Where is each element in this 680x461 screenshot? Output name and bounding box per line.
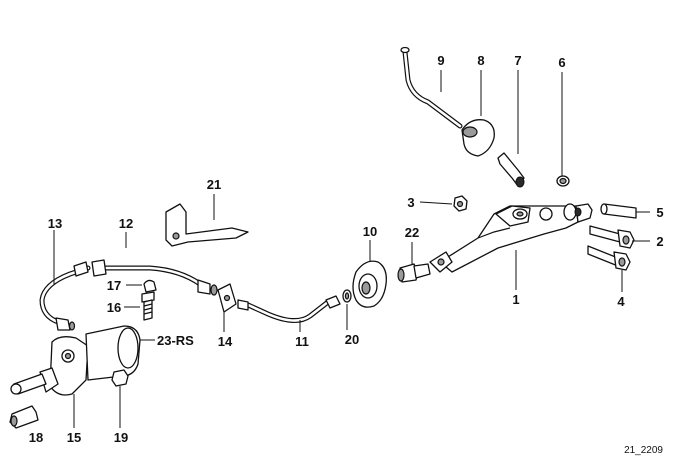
callout-15: 15 [67, 430, 81, 445]
callout-23-rs: 23-RS [157, 333, 194, 348]
callout-3: 3 [407, 195, 414, 210]
part-16-bleeder-valve [141, 291, 155, 321]
callout-17: 17 [107, 278, 121, 293]
part-5-pin [600, 203, 637, 219]
callout-11: 11 [295, 334, 309, 349]
callout-12: 12 [119, 216, 133, 231]
callout-4: 4 [617, 294, 625, 309]
part-3-nut [453, 195, 468, 212]
part-20-o-ring [342, 289, 352, 303]
callout-8: 8 [477, 53, 484, 68]
part-22-adapter-fitting [397, 263, 431, 283]
callout-22: 22 [405, 225, 419, 240]
callout-6: 6 [558, 55, 565, 70]
part-12-hose [91, 259, 218, 296]
part-15-slave-cylinder [10, 325, 141, 396]
part-6-circlip [556, 175, 570, 187]
part-21-bracket [165, 203, 249, 247]
part-9-reservoir-hose [400, 46, 463, 129]
part-13-clutch-line [39, 261, 91, 331]
part-7-hose-connector [497, 152, 525, 188]
part-4-long-bolt [587, 245, 631, 271]
callout-18: 18 [29, 430, 43, 445]
callout-19: 19 [114, 430, 128, 445]
part-8-reservoir-cap [461, 119, 495, 157]
callout-9: 9 [437, 53, 444, 68]
part-19-nut [111, 369, 129, 387]
callout-5: 5 [656, 205, 663, 220]
callout-14: 14 [218, 334, 233, 349]
callout-1: 1 [512, 292, 519, 307]
callout-21: 21 [207, 177, 221, 192]
part-11-clutch-line [237, 295, 341, 323]
callout-16: 16 [107, 300, 121, 315]
callouts: 9 8 7 6 3 5 2 4 1 22 10 20 11 14 21 12 1… [29, 53, 664, 445]
part-1-master-cylinder [429, 203, 593, 273]
leader-lines [53, 70, 650, 428]
part-2-bolt [589, 225, 635, 249]
callout-2: 2 [656, 234, 663, 249]
callout-10: 10 [363, 224, 377, 239]
drawing-code: 21_2209 [624, 445, 663, 456]
callout-13: 13 [48, 216, 62, 231]
part-18-bolt [9, 405, 39, 429]
callout-20: 20 [345, 332, 359, 347]
part-14-bracket-clip [217, 283, 237, 313]
part-17-bleeder-cap [143, 279, 157, 293]
part-10-grommet [352, 260, 387, 308]
callout-7: 7 [514, 53, 521, 68]
